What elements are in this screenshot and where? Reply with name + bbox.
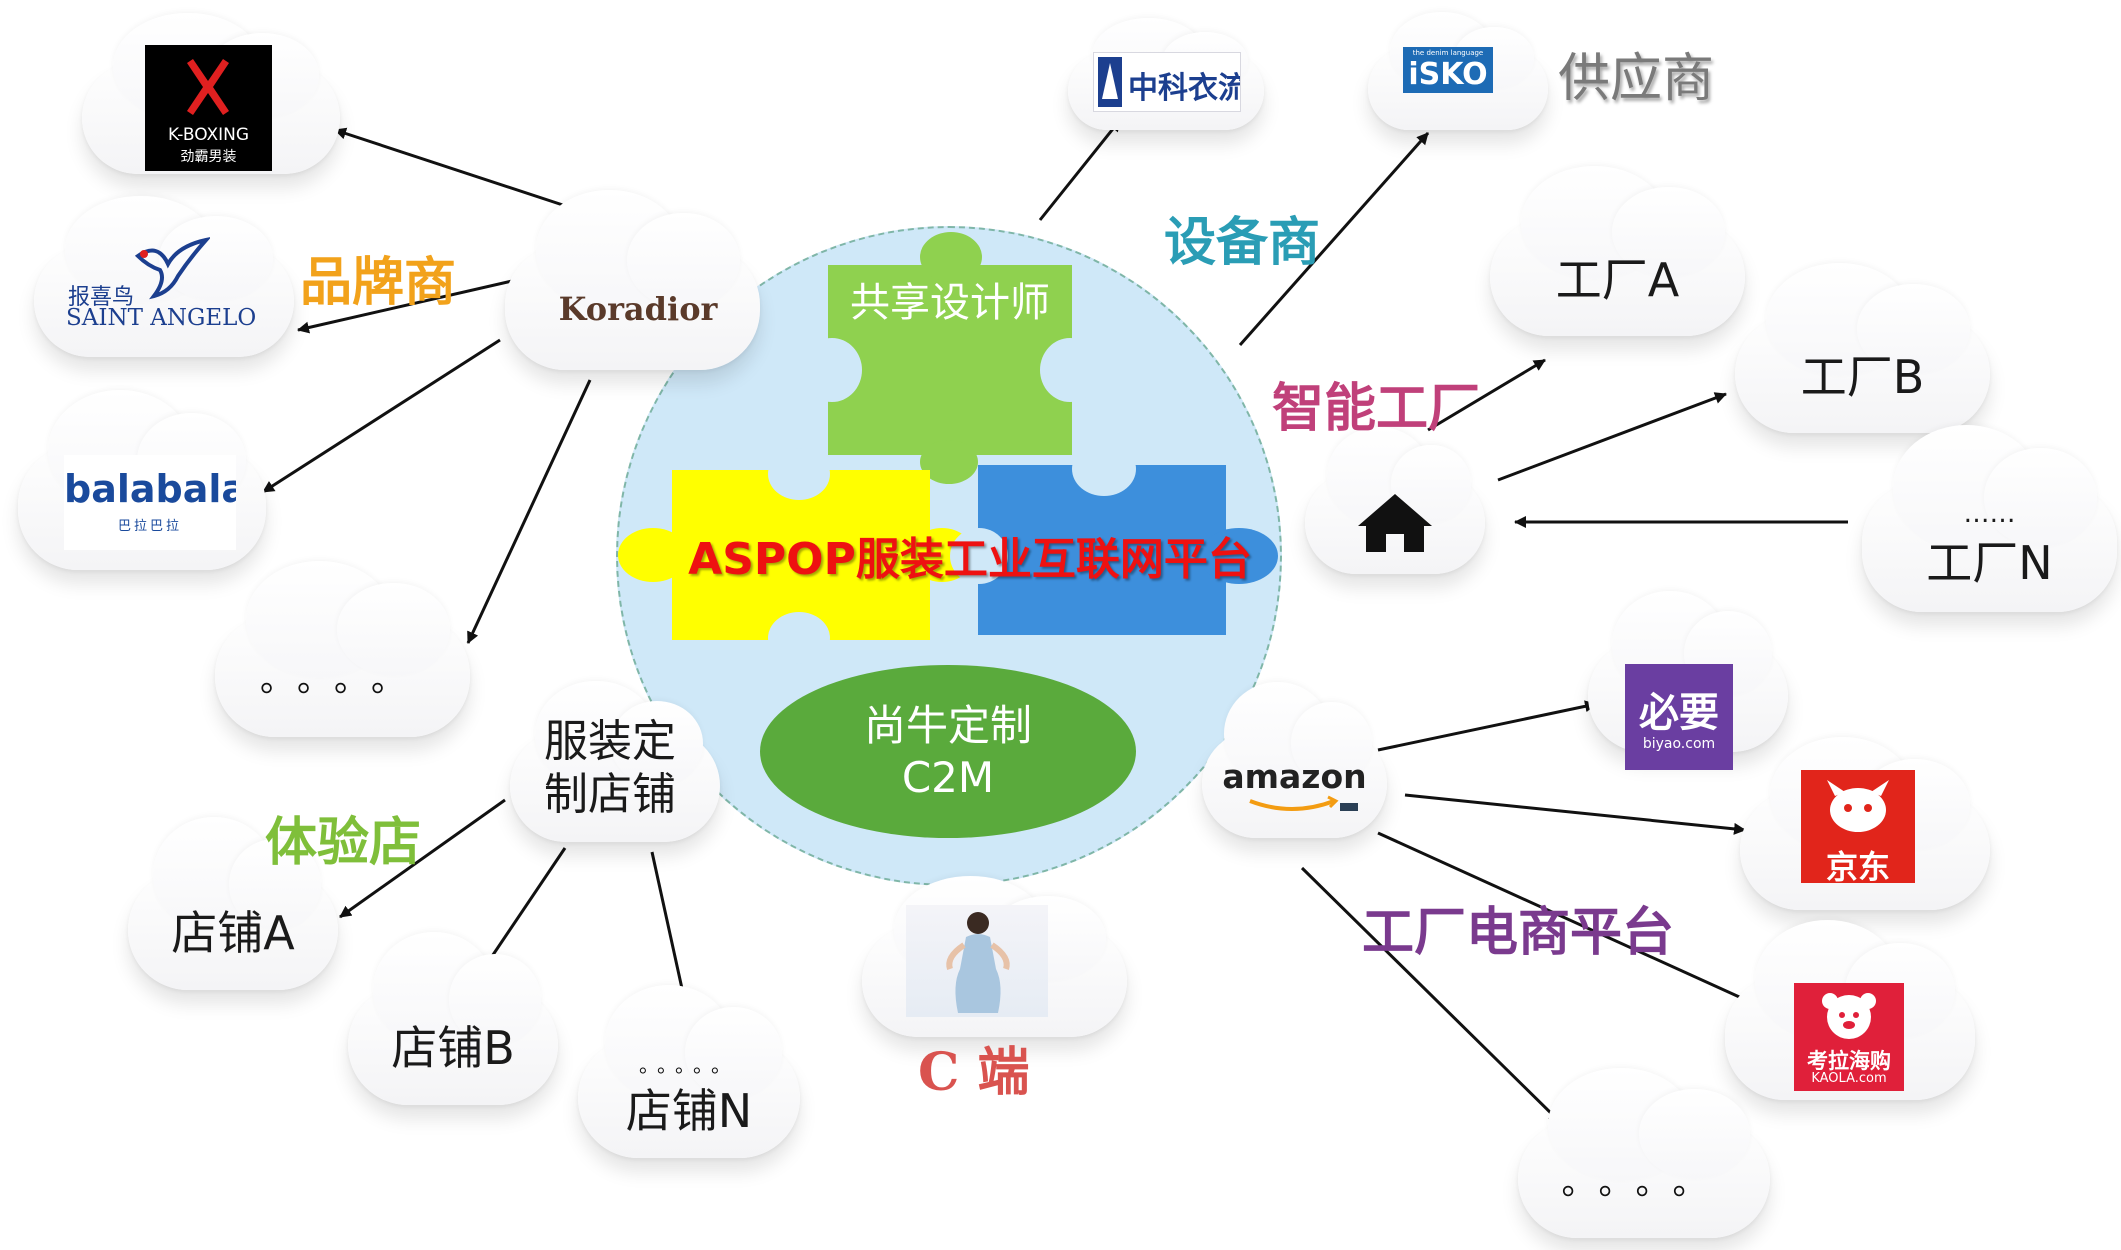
cloud-store-n: 。。。。。 店铺N (578, 985, 800, 1158)
yellow-puzzle-knob-left (618, 528, 688, 582)
isko-tagline: the denim language (1412, 49, 1484, 57)
arrow-to-brand-more (466, 379, 592, 644)
arrow-to-kaola (1377, 831, 1769, 1012)
cloud-saint-angelo (34, 195, 294, 357)
store-hub-line2: 制店铺 (544, 768, 676, 820)
kaola-logo: 考拉海购 KAOLA.com (1794, 983, 1904, 1091)
jd-dog-icon (1827, 780, 1889, 832)
ecommerce-label: 工厂电商平台 (1362, 902, 1675, 963)
brand-more-dots: 。。。。 (260, 659, 425, 700)
arrow-to-isko (1238, 132, 1430, 346)
isko-logo: the denim language iSKO (1403, 47, 1493, 93)
arrow-to-store-a (339, 798, 506, 919)
consumer-photo (906, 905, 1048, 1017)
platform-title: ASPOP服装工业互联网平台 (688, 534, 1252, 585)
brand-label: 品牌商 (300, 252, 457, 313)
cloud-smart-factory-home (1305, 427, 1485, 574)
green-puzzle-notch-left (802, 338, 862, 402)
arrow-to-zhongke (1038, 119, 1122, 221)
blue-puzzle-knob-right (1200, 528, 1278, 584)
balabala-name-cn: 巴拉巴拉 (117, 519, 182, 534)
kboxing-name-en: K-BOXING (167, 125, 250, 145)
experience-store-label: 体验店 (265, 812, 422, 873)
saint-angelo-name-en: SAINT ANGELO (66, 305, 257, 331)
kboxing-name-cn: 劲霸男装 (180, 149, 237, 165)
arrow-to-biyao (1377, 700, 1597, 752)
cloud-koradior (505, 190, 760, 370)
zhongke-logo: 中科衣流 (1093, 52, 1241, 112)
biyao-name-cn: 必要 (1639, 690, 1719, 736)
cloud-ecom-more: 。。。。 (1518, 1068, 1770, 1238)
shared-designer-label: 共享设计师 (850, 280, 1050, 326)
zhongke-name: 中科衣流 (1128, 71, 1241, 106)
kaola-name-en: KAOLA.com (1811, 1071, 1887, 1086)
supplier-label: 供应商 (1558, 49, 1715, 109)
bird-icon (134, 237, 210, 300)
koradior-label: Koradior (558, 290, 718, 328)
arrow-to-factory-b (1497, 392, 1727, 482)
yellow-puzzle-notch-bottom (768, 612, 830, 664)
store-a-label: 店铺A (171, 906, 295, 960)
isko-name: iSKO (1408, 57, 1488, 92)
store-dots: 。。。。。 (639, 1053, 739, 1077)
saint-angelo-name-cn: 报喜鸟 (68, 285, 135, 310)
biyao-logo: 必要 biyao.com (1625, 664, 1733, 770)
store-hub-label: 服装定 制店铺 (510, 716, 710, 822)
cloud-store-hub (510, 680, 720, 842)
home-icon (1358, 494, 1432, 552)
arrow-to-kboxing (334, 127, 579, 212)
store-hub-line1: 服装定 (544, 716, 676, 767)
kboxing-figure-icon (187, 59, 229, 115)
arrow-to-saint-angelo (297, 276, 526, 334)
arrow-to-balabala (262, 338, 501, 494)
balabala-name-en: balabala (64, 467, 236, 511)
cloud-factory-a: 工厂A (1490, 166, 1745, 336)
c2m-label-line2: C2M (901, 752, 995, 802)
store-n-label: 店铺N (625, 1084, 753, 1138)
cloud-amazon (1202, 682, 1387, 838)
factory-a-label: 工厂A (1555, 253, 1680, 307)
woman-figure-icon (946, 912, 1010, 1013)
balabala-logo: balabala 巴拉巴拉 (64, 455, 236, 550)
cloud-factory-b: 工厂B (1735, 263, 1990, 433)
cloud-store-b: 店铺B (348, 932, 558, 1105)
kaola-name-cn: 考拉海购 (1807, 1049, 1891, 1073)
factory-ellipsis: …… (1963, 499, 2016, 529)
factory-b-label: 工厂B (1800, 350, 1925, 404)
saint-angelo-logo: 报喜鸟 SAINT ANGELO (64, 275, 264, 335)
smart-factory-label: 智能工厂 (1272, 378, 1481, 439)
kboxing-logo: K-BOXING 劲霸男装 (145, 45, 272, 171)
blue-puzzle-notch-top (1072, 442, 1136, 496)
green-puzzle-notch-right (1040, 338, 1100, 402)
kaola-face-icon (1822, 993, 1876, 1039)
green-puzzle-knob-top (920, 232, 982, 282)
consumer-label: C 端 (918, 1042, 1030, 1103)
cloud-store-a: 店铺A (128, 817, 338, 990)
store-b-label: 店铺B (391, 1021, 515, 1075)
factory-n-label: 工厂N (1926, 536, 2053, 590)
ecom-more-dots: 。。。。 (1561, 1162, 1727, 1203)
amazon-name: amazon (1222, 757, 1367, 796)
jd-name: 京东 (1825, 848, 1890, 883)
biyao-name-en: biyao.com (1642, 736, 1716, 752)
cloud-factory-n: …… 工厂N (1862, 424, 2117, 612)
blue-puzzle-notch-left (950, 528, 1008, 584)
zhongke-mark-icon (1098, 57, 1122, 107)
cloud-brand-more: 。。。。 (215, 561, 470, 737)
arrow-to-ecom-more (1300, 866, 1562, 1124)
c2m-ellipse: 尚牛定制 C2M (760, 665, 1136, 838)
green-puzzle-piece (828, 265, 1072, 455)
arrow-to-factory-a (1427, 358, 1546, 432)
arrow-to-jd (1404, 793, 1746, 835)
jd-logo: 京东 (1801, 770, 1915, 883)
c2m-label-line1: 尚牛定制 (863, 701, 1032, 751)
amazon-logo: amazon (1222, 755, 1367, 825)
yellow-puzzle-notch-top (768, 448, 830, 500)
equipment-label: 设备商 (1164, 212, 1321, 273)
amazon-smile-icon (1249, 795, 1358, 811)
